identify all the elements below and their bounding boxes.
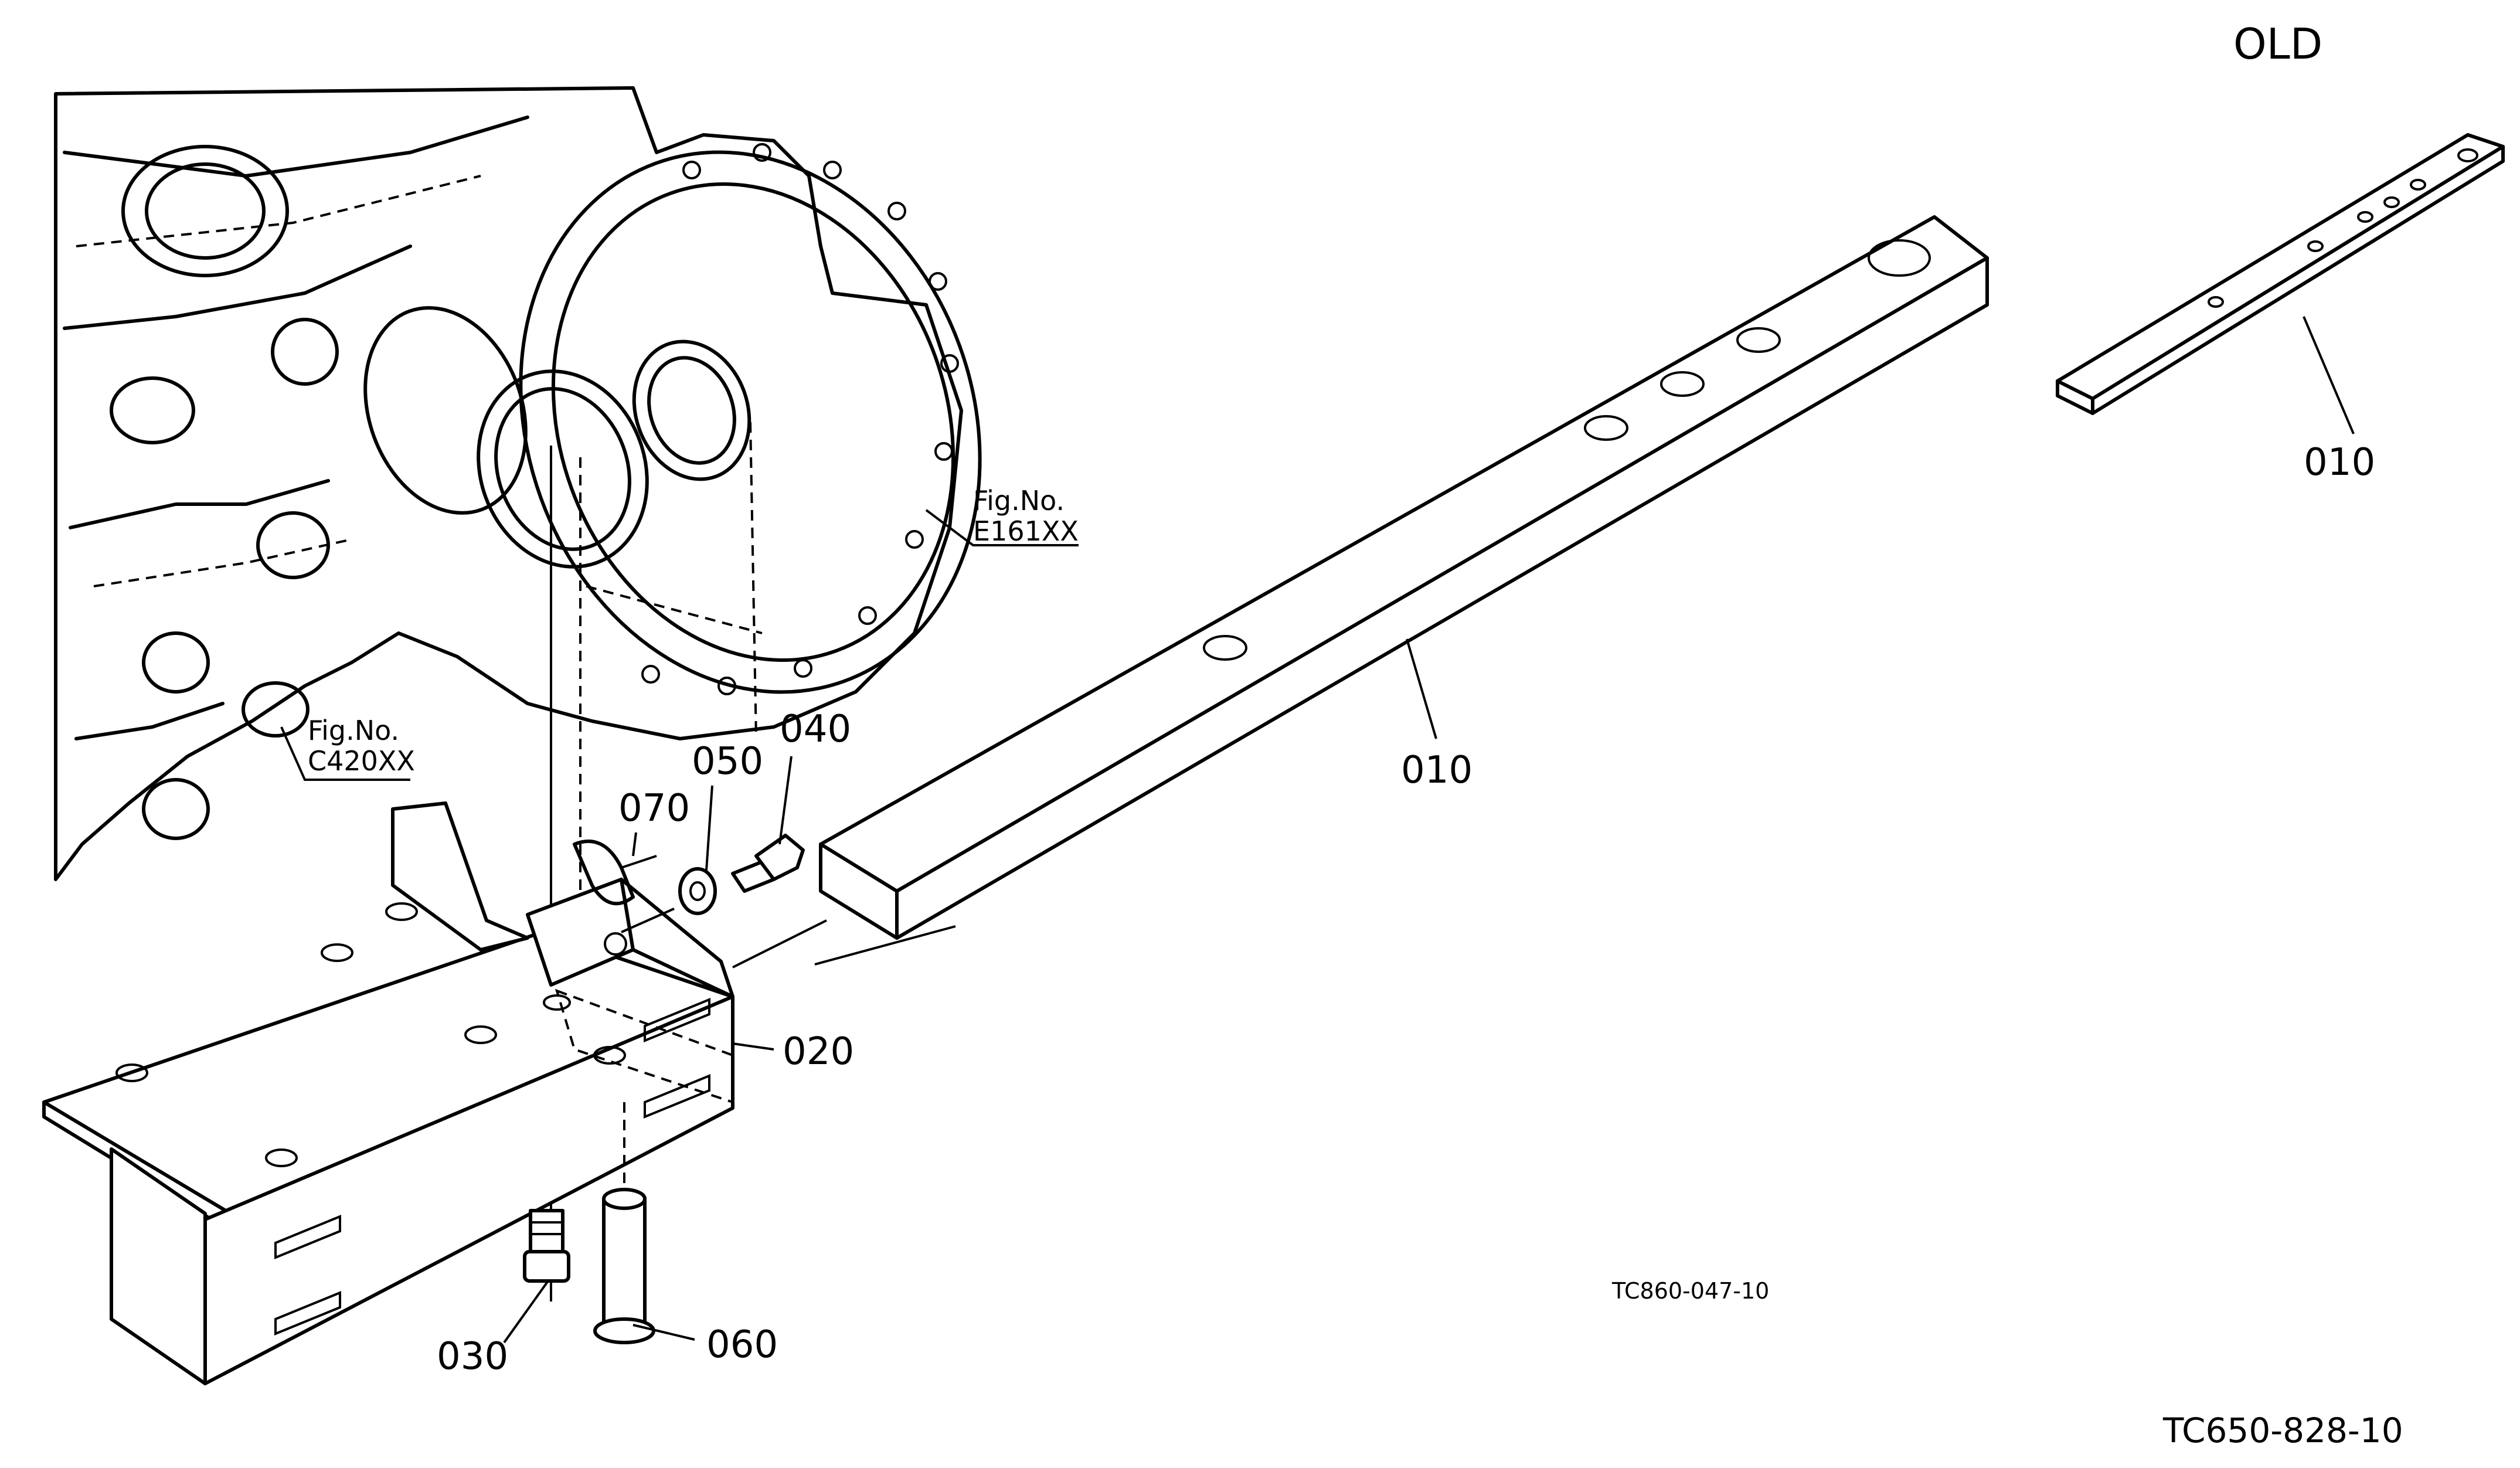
part-label-010-old: 010 (2304, 441, 2375, 484)
part-label-030: 030 (437, 1335, 508, 1378)
part-020-drawbar-bracket (42, 801, 827, 1385)
part-label-070: 070 (618, 787, 690, 830)
part-010-drawbar (814, 215, 1989, 966)
fig-ref-c420-line1: Fig.No. (308, 715, 399, 746)
part-label-020: 020 (783, 1030, 854, 1073)
old-label: OLD (2233, 19, 2322, 69)
part-070-spring-pin (573, 840, 657, 906)
part-label-060: 060 (706, 1323, 778, 1367)
drawing-code: TC860-047-10 (1611, 1278, 1769, 1304)
part-label-050: 050 (692, 740, 763, 783)
fig-ref-c420-line2: C420XX (308, 745, 415, 777)
part-060-pin (593, 1102, 655, 1344)
part-label-040: 040 (780, 708, 851, 751)
part-050-washer (678, 867, 717, 915)
page-code: TC650-828-10 (2162, 1411, 2403, 1450)
fig-ref-e161-line2: E161XX (973, 515, 1079, 547)
part-label-010: 010 (1401, 749, 1472, 792)
part-010-old-drawbar (2056, 133, 2505, 415)
fig-ref-e161-line1: Fig.No. (973, 485, 1065, 516)
leader-lines (280, 316, 2355, 1344)
part-030-bolt (523, 1209, 570, 1283)
ring-bolt-holes (641, 143, 959, 695)
engine-housing-illustration (54, 86, 982, 1302)
